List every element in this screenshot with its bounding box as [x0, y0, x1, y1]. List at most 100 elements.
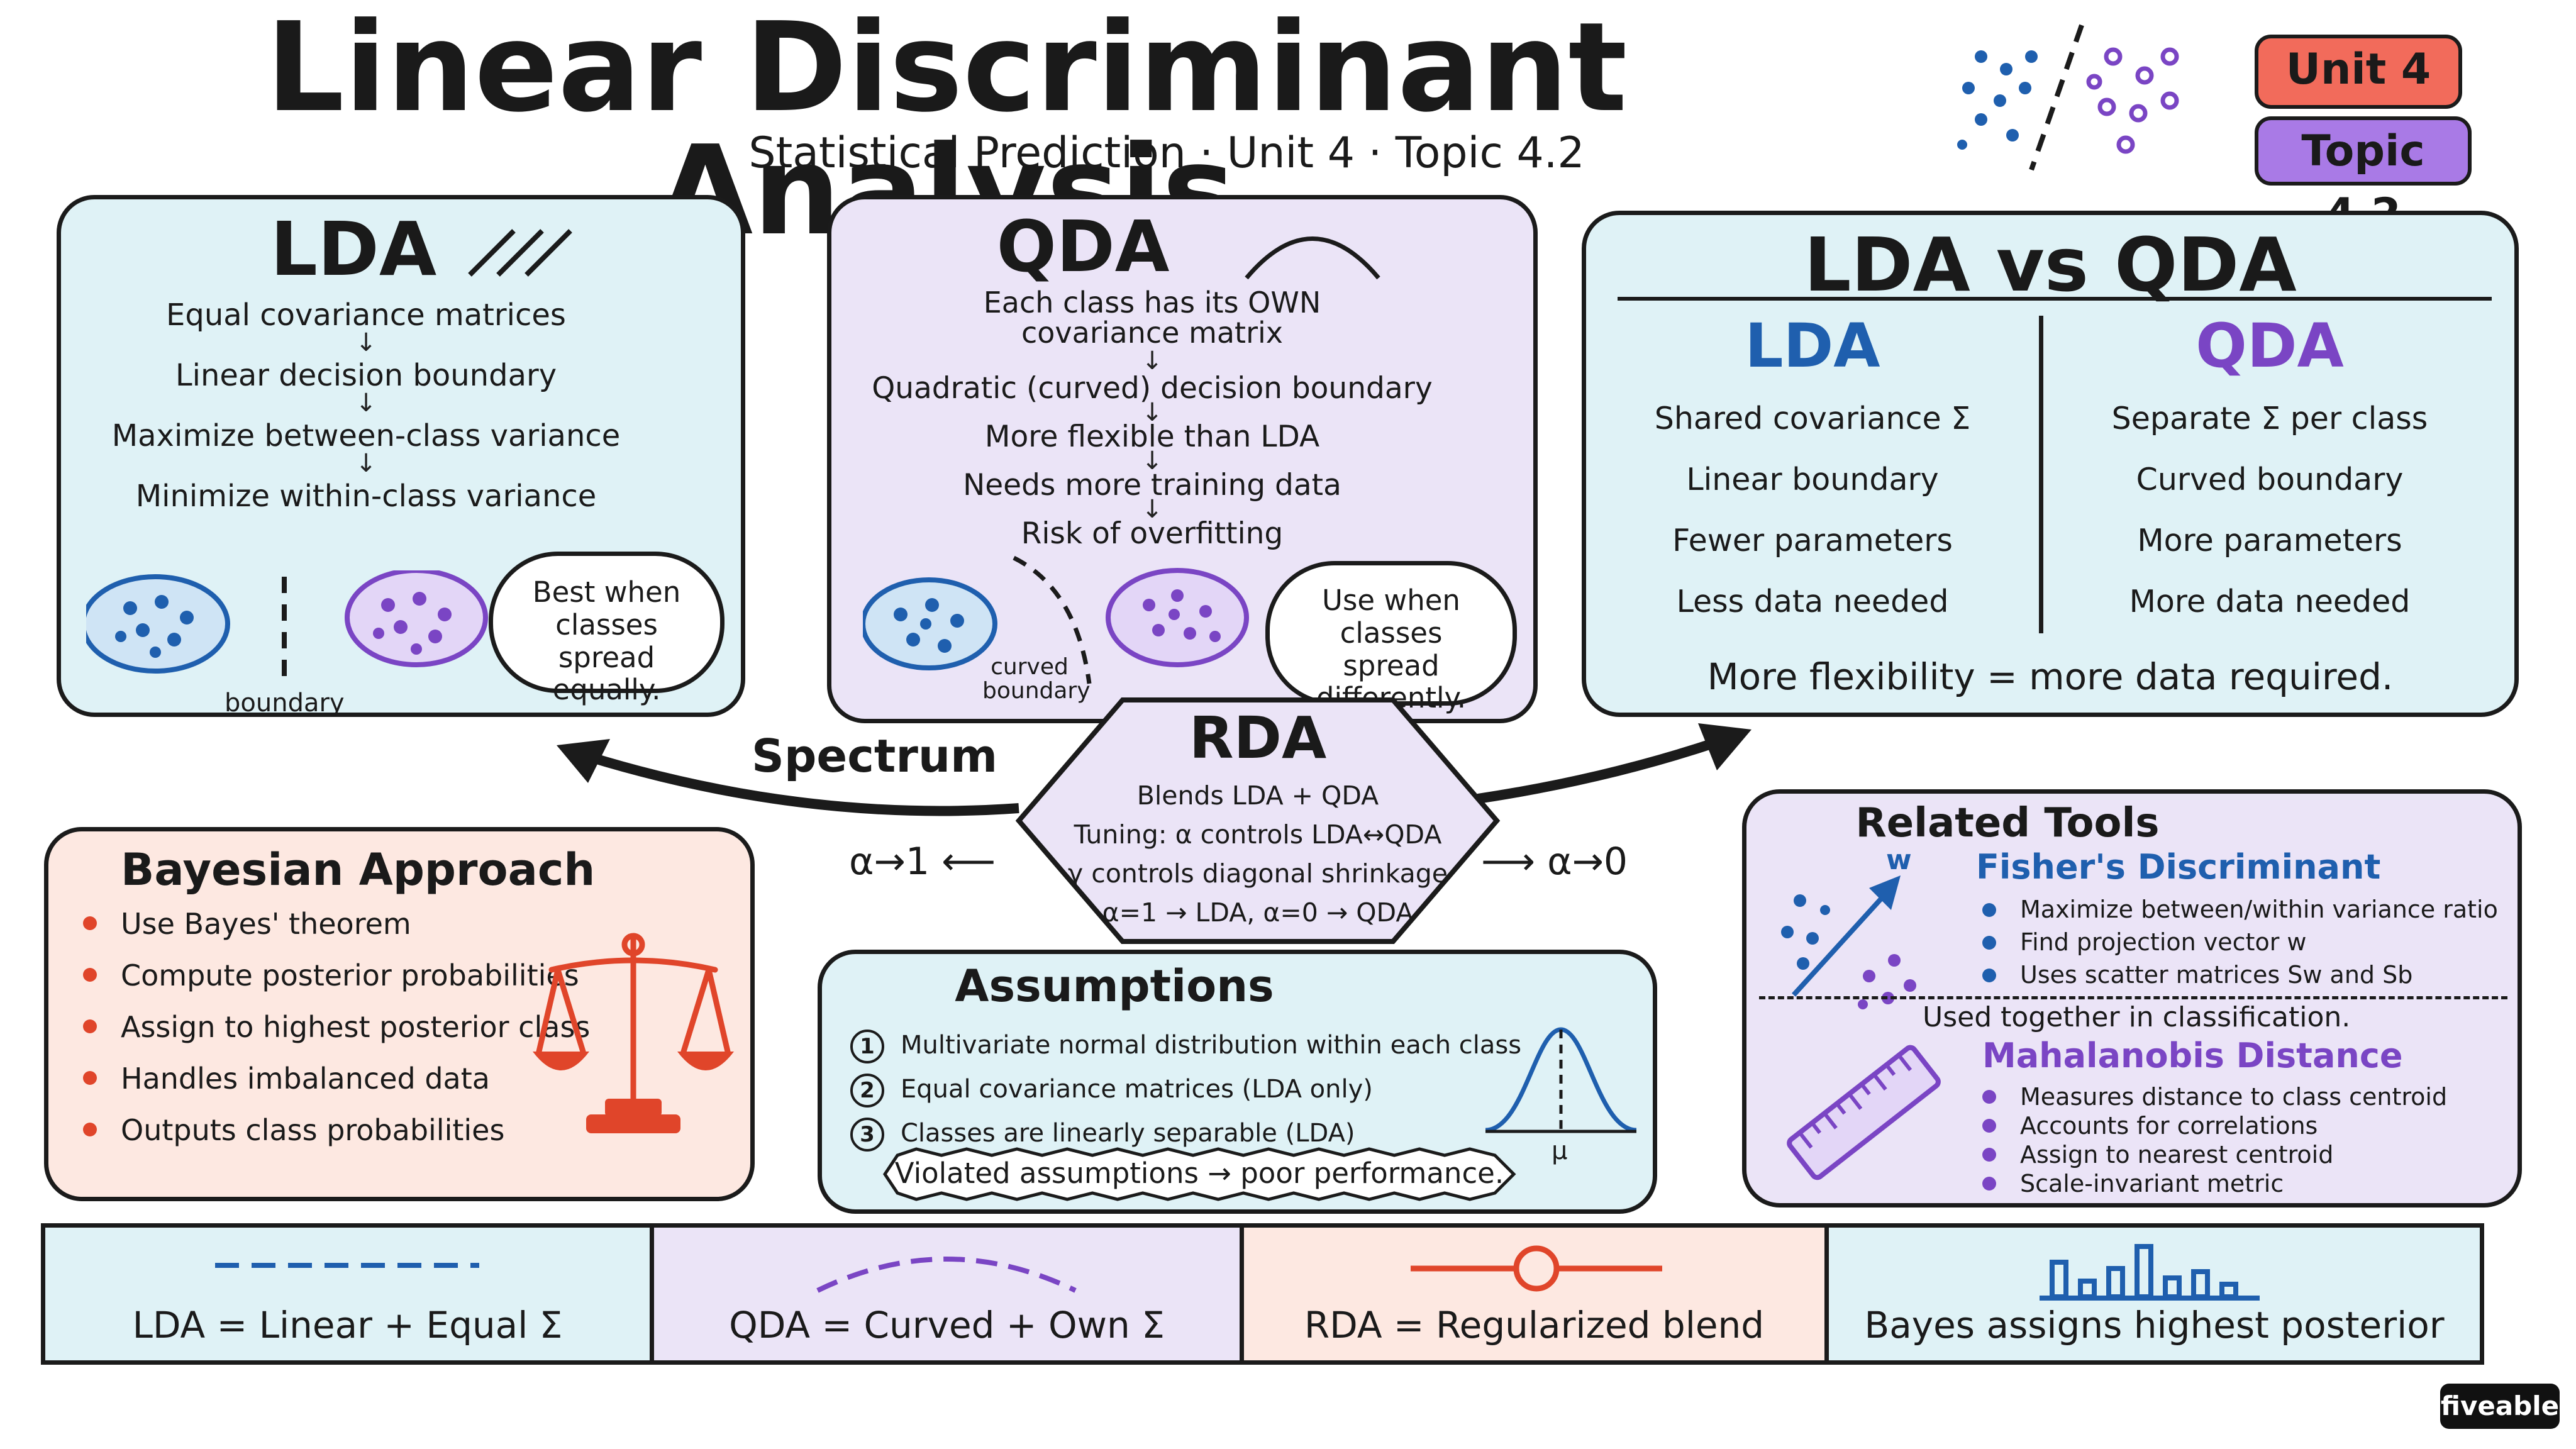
- summary-cell-lda: LDA = Linear + Equal Σ: [45, 1228, 654, 1360]
- page-subtitle: Statistical Prediction · Unit 4 · Topic …: [748, 128, 1585, 178]
- related-tools-title: Related Tools: [1855, 800, 2160, 847]
- brand-logo: fiveable: [2440, 1384, 2560, 1429]
- summary-cell-rda: RDA = Regularized blend: [1244, 1228, 1829, 1360]
- summary-label: RDA = Regularized blend: [1304, 1304, 1765, 1346]
- fisher-item: Maximize between/within variance ratio: [1982, 896, 2498, 928]
- bayes-item: Handles imbalanced data: [83, 1062, 590, 1113]
- qda-class-clusters: [863, 555, 1249, 684]
- down-arrow-icon: ↓: [1141, 446, 1163, 475]
- lda-panel: LDA Equal covariance matrices ↓ Linear d…: [57, 195, 745, 718]
- assumptions-warning: Violated assumptions → poor performance.: [894, 1157, 1504, 1190]
- scales-icon: [533, 933, 734, 1133]
- bayes-item: Compute posterior probabilities: [83, 958, 590, 1010]
- rda-title: RDA: [1189, 704, 1327, 772]
- bar-chart-icon: [2040, 1244, 2260, 1301]
- qda-step: Each class has its OWN covariance matrix: [983, 286, 1321, 350]
- lda-step: Equal covariance matrices: [166, 297, 566, 333]
- comparison-lda-head: LDA: [1745, 311, 1880, 381]
- comparison-divider: [1618, 297, 2492, 301]
- projection-arrow-icon: [1781, 875, 1916, 1009]
- spectrum-arrows: [557, 723, 1752, 816]
- lda-title: LDA: [270, 206, 437, 292]
- qda-step: More flexible than LDA: [984, 419, 1320, 454]
- parallel-lines-icon: [468, 229, 572, 277]
- mahalanobis-item: Scale-invariant metric: [1982, 1170, 2447, 1199]
- related-tools-panel: Related Tools w Fisher's Discriminant Ma…: [1742, 789, 2522, 1208]
- down-arrow-icon: ↓: [355, 328, 377, 357]
- rda-line: γ controls diagonal shrinkage: [1068, 858, 1448, 889]
- rda-line: α=1 → LDA, α=0 → QDA: [1102, 897, 1414, 928]
- qda-step: Quadratic (curved) decision boundary: [872, 370, 1433, 406]
- summary-strip: LDA = Linear + Equal Σ QDA = Curved + Ow…: [41, 1223, 2484, 1365]
- bayesian-title: Bayesian Approach: [121, 844, 596, 896]
- down-arrow-icon: ↓: [1141, 494, 1163, 524]
- mahalanobis-item: Assign to nearest centroid: [1982, 1141, 2447, 1170]
- qda-step: Risk of overfitting: [1021, 516, 1284, 551]
- comparison-panel: LDA vs QDA LDA QDA Shared covariance Σ L…: [1582, 211, 2519, 717]
- mahalanobis-item: Measures distance to class centroid: [1982, 1083, 2447, 1112]
- spectrum-label: Spectrum: [752, 730, 998, 782]
- fisher-w-label: w: [1886, 844, 1912, 876]
- lda-class-clusters: [86, 570, 488, 684]
- mu-label: μ: [1552, 1136, 1568, 1165]
- lda-step: Maximize between-class variance: [111, 418, 621, 453]
- rda-hexagon: [1015, 697, 1501, 944]
- bayesian-panel: Bayesian Approach Use Bayes' theorem Com…: [44, 827, 755, 1201]
- comparison-footer: More flexibility = more data required.: [1707, 655, 2394, 698]
- ruler-icon: [1787, 1045, 1941, 1180]
- down-arrow-icon: ↓: [355, 389, 377, 418]
- used-together-note: Used together in classification.: [1923, 1001, 2351, 1033]
- rda-line: Blends LDA + QDA: [1136, 780, 1379, 811]
- down-arrow-icon: ↓: [1141, 397, 1163, 427]
- scatter-split-icon: [1957, 24, 2179, 171]
- mahalanobis-item: Accounts for correlations: [1982, 1112, 2447, 1141]
- qda-title: QDA: [996, 206, 1170, 288]
- lda-step: Minimize within-class variance: [135, 479, 597, 514]
- lda-boundary-label: boundary: [225, 689, 345, 718]
- comparison-column-divider: [2039, 316, 2043, 633]
- comparison-title: LDA vs QDA: [1804, 221, 2297, 308]
- bayes-item: Assign to highest posterior class: [83, 1010, 590, 1062]
- dashed-curve-icon: [816, 1257, 1077, 1293]
- curve-arc-icon: [1245, 236, 1380, 280]
- fisher-item: Find projection vector w: [1982, 928, 2498, 961]
- fisher-item: Uses scatter matrices Sw and Sb: [1982, 961, 2498, 994]
- comparison-qda-item: Separate Σ per class: [2111, 401, 2428, 436]
- rda-line: Tuning: α controls LDA↔QDA: [1074, 819, 1442, 850]
- qda-speech-bubble: Use when classes spread differently.: [1265, 561, 1517, 714]
- bayes-item: Outputs class probabilities: [83, 1113, 590, 1165]
- summary-label: LDA = Linear + Equal Σ: [132, 1304, 563, 1346]
- dashed-line-icon: [215, 1263, 479, 1268]
- topic-badge: Topic 4.2: [2255, 116, 2472, 239]
- bayes-item: Use Bayes' theorem: [83, 907, 590, 958]
- warning-bubble-shape: [882, 1147, 1516, 1201]
- qda-panel: QDA Each class has its OWN covariance ma…: [827, 195, 1538, 723]
- normal-curve-icon: [1485, 1027, 1637, 1133]
- down-arrow-icon: ↓: [1141, 346, 1163, 375]
- comparison-qda-item: Curved boundary: [2136, 462, 2404, 497]
- comparison-lda-item: Fewer parameters: [1672, 523, 1953, 558]
- summary-label: QDA = Curved + Own Σ: [729, 1304, 1165, 1346]
- summary-label: Bayes assigns highest posterior: [1864, 1304, 2445, 1346]
- slider-icon: [1411, 1245, 1662, 1292]
- spectrum-alpha-left: α→1 ⟵: [849, 840, 996, 884]
- spectrum-alpha-right: ⟶ α→0: [1481, 840, 1628, 884]
- comparison-lda-item: Shared covariance Σ: [1654, 401, 1971, 436]
- unit-badge: Unit 4: [2255, 35, 2462, 109]
- comparison-lda-item: Less data needed: [1676, 584, 1949, 619]
- related-divider: [1759, 996, 2507, 999]
- assumptions-title: Assumptions: [955, 960, 1274, 1012]
- summary-cell-bayes: Bayes assigns highest posterior: [1829, 1228, 2480, 1360]
- comparison-lda-item: Linear boundary: [1686, 462, 1939, 497]
- lda-step: Linear decision boundary: [175, 358, 557, 393]
- page-title: Linear Discriminant Analysis: [265, 0, 1628, 263]
- comparison-qda-item: More data needed: [2129, 584, 2411, 619]
- comparison-qda-head: QDA: [2196, 311, 2344, 381]
- comparison-qda-item: More parameters: [2137, 523, 2402, 558]
- mahalanobis-title: Mahalanobis Distance: [1982, 1036, 2403, 1075]
- lda-speech-bubble: Best when classes spread equally.: [489, 552, 724, 706]
